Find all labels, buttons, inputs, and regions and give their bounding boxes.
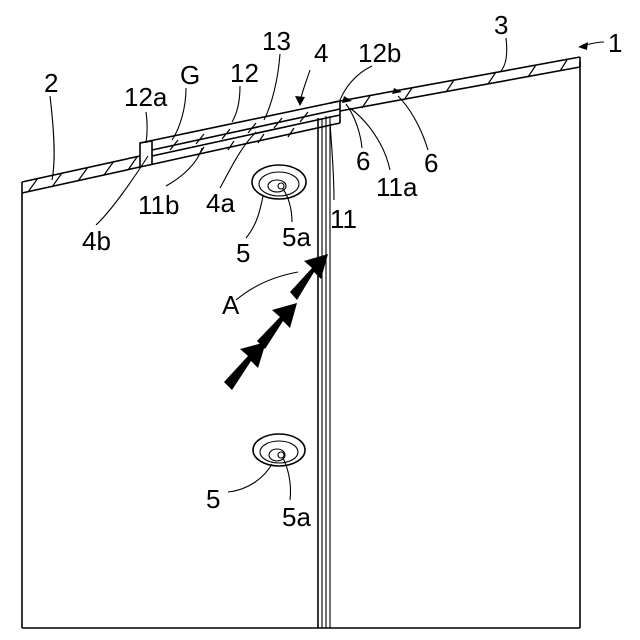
label-A: A — [222, 290, 240, 320]
reference-labels: 1 2 3 4 12a G 12 13 12b 6 11a 6 11 11b 4… — [44, 10, 622, 532]
label-12b: 12b — [358, 38, 401, 68]
seal-right-mark — [392, 88, 402, 94]
label-5-upper: 5 — [236, 238, 250, 268]
label-6-left: 6 — [356, 146, 370, 176]
label-13: 13 — [262, 26, 291, 56]
label-11: 11 — [330, 204, 357, 234]
label-4a: 4a — [206, 188, 235, 218]
label-4: 4 — [314, 38, 328, 68]
label-5a-lower: 5a — [282, 502, 311, 532]
label-11b: 11b — [138, 190, 179, 220]
label-4b: 4b — [82, 226, 111, 256]
label-5-lower: 5 — [206, 484, 220, 514]
label-12a: 12a — [124, 82, 168, 112]
label-6-right: 6 — [424, 148, 438, 178]
label-G: G — [180, 60, 200, 90]
fastener-lower — [253, 434, 305, 466]
label-2: 2 — [44, 68, 58, 98]
fastener-upper — [252, 165, 306, 199]
label-11a: 11a — [376, 172, 418, 202]
label-3: 3 — [494, 10, 508, 40]
left-roof-panel — [22, 156, 140, 193]
label-1: 1 — [608, 28, 622, 58]
side-member — [322, 116, 330, 628]
label-12: 12 — [230, 58, 259, 88]
label-5a-upper: 5a — [282, 222, 311, 252]
flow-arrows — [224, 254, 328, 390]
joint-cover — [140, 101, 340, 167]
